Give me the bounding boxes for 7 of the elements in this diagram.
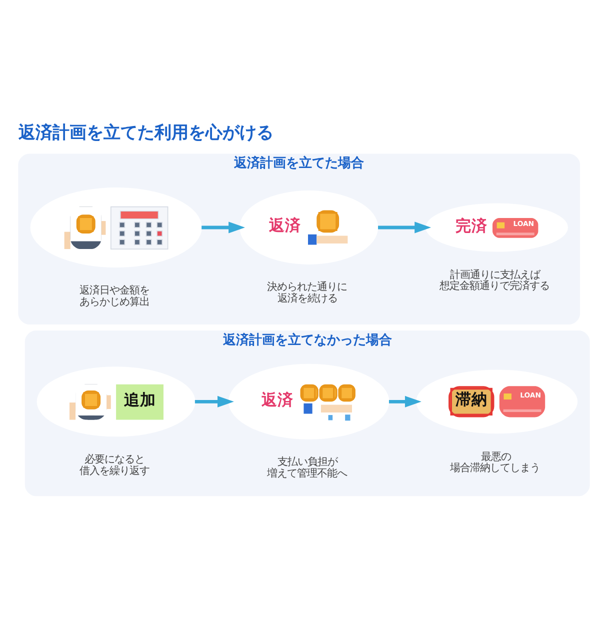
node-label: 返済日や金額をあらかじめ算出 — [79, 284, 150, 308]
diagram-title: 返済計画を立てた利用を心がける — [18, 122, 274, 143]
node-label: 計画通りに支払えば想定金額通りで完済する — [439, 269, 550, 292]
node-label: 決められた通りに返済を続ける — [267, 281, 348, 304]
node-label: 最悪の場合滞納してしまう — [450, 450, 540, 474]
node-label: 必要になると借入を繰り返す — [79, 454, 150, 477]
node-label: 支払い負担が増えて管理不能へ — [267, 456, 348, 480]
